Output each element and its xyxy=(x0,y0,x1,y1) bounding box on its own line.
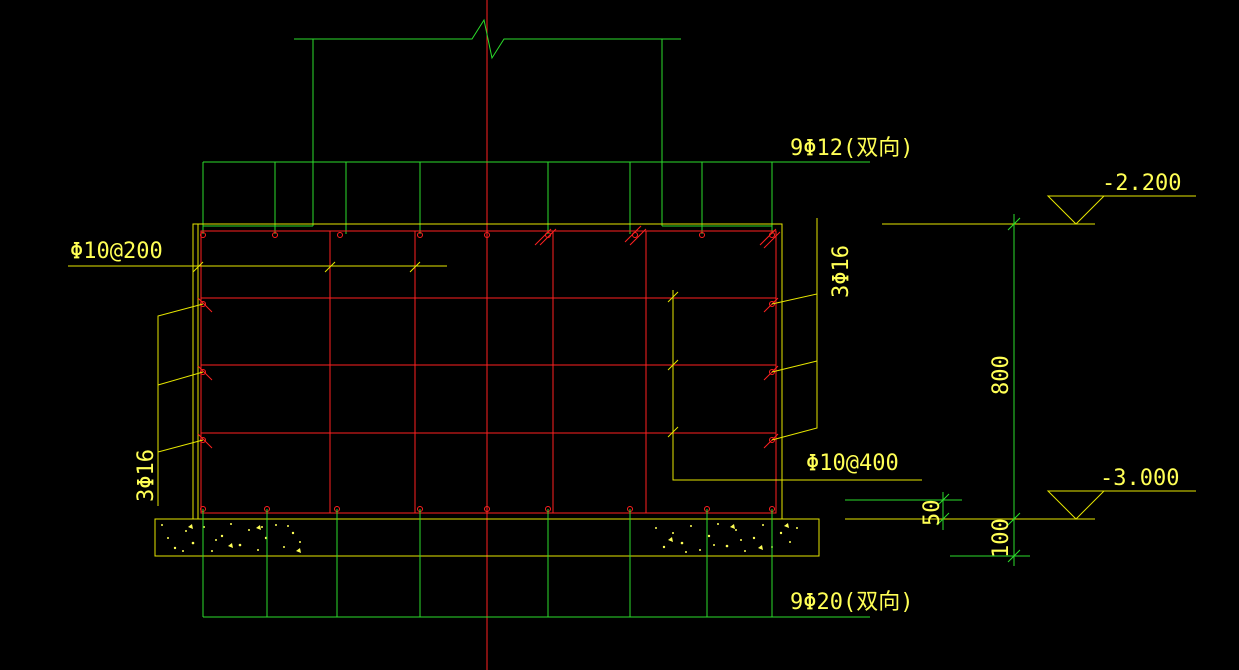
dim-cover-label: 50 xyxy=(920,500,945,527)
elevation-marker-bottom xyxy=(845,490,1196,520)
blinding-layer xyxy=(154,518,820,557)
bottom-rebar-label: 9Φ20(双向) xyxy=(790,590,913,615)
top-rebar-label: 9Φ12(双向) xyxy=(790,136,913,161)
dimension-lines xyxy=(845,214,1030,566)
bottom-rebar-mesh xyxy=(202,509,870,618)
elevation-bottom-label: -3.000 xyxy=(1100,466,1179,491)
top-rebar-mesh xyxy=(202,161,870,234)
elevation-top-label: -2.200 xyxy=(1102,171,1181,196)
elevation-marker-top xyxy=(882,195,1196,225)
side-bars-right-label: 3Φ16 xyxy=(829,245,854,298)
side-bars-left-label: 3Φ16 xyxy=(134,449,159,502)
stirrup-top-leader xyxy=(68,261,447,273)
dim-blinding-label: 100 xyxy=(989,518,1014,558)
blinding-hatch-right xyxy=(655,523,798,553)
stirrup-side-label: Φ10@400 xyxy=(806,451,899,476)
side-bars-left-leader xyxy=(157,303,204,506)
stirrup-top-label: Φ10@200 xyxy=(70,239,163,264)
stirrup-side-leader xyxy=(667,290,922,481)
rebar-hooks xyxy=(197,225,781,449)
column-outline xyxy=(203,18,772,227)
stirrup-grid xyxy=(200,230,777,514)
blinding-hatch-left xyxy=(161,523,301,553)
side-bars-right-leader xyxy=(771,218,818,441)
dim-height-label: 800 xyxy=(989,355,1014,395)
